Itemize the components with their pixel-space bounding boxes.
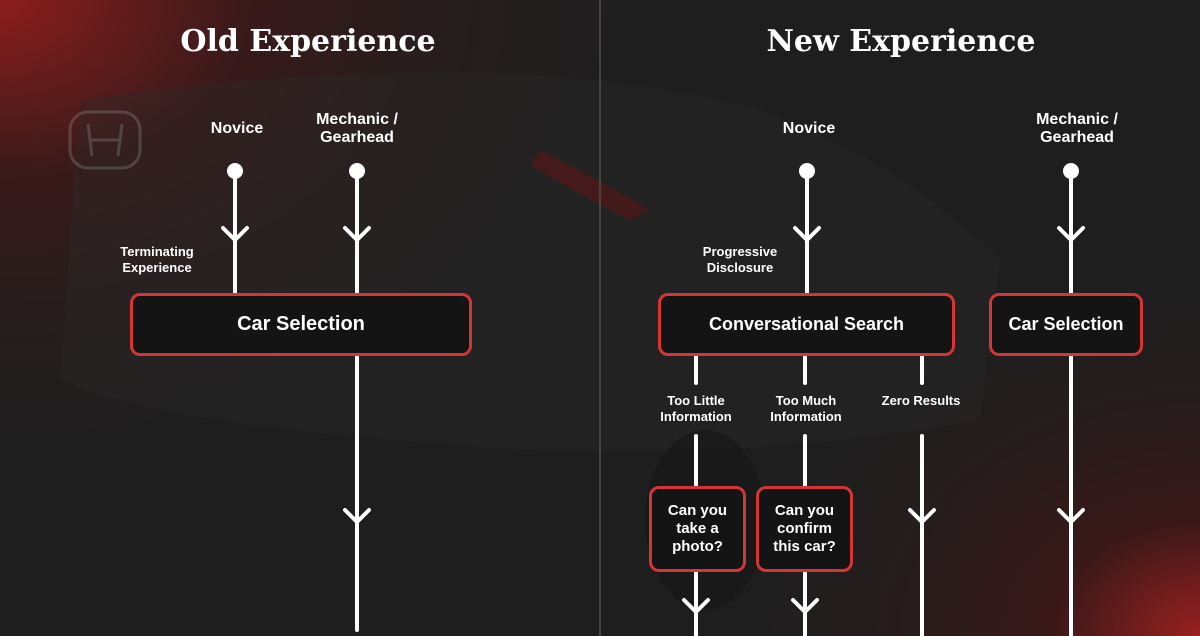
honda-logo-icon bbox=[68, 110, 142, 170]
old-persona-mechanic: Mechanic / Gearhead bbox=[316, 111, 398, 146]
question-confirm-car-box: Can you confirm this car? bbox=[756, 486, 853, 572]
progressive-disclosure-label: Progressive Disclosure bbox=[702, 244, 778, 275]
new-persona-novice: Novice bbox=[782, 120, 836, 137]
branch-too-little-label: Too Little Information bbox=[660, 393, 732, 424]
question-take-photo-box: Can you take a photo? bbox=[649, 486, 746, 572]
new-experience-title: New Experience bbox=[766, 24, 1036, 59]
old-car-selection-box: Car Selection bbox=[130, 293, 472, 356]
branch-too-much-label: Too Much Information bbox=[770, 393, 842, 424]
new-persona-mechanic: Mechanic / Gearhead bbox=[1036, 111, 1118, 146]
branch-zero-results-label: Zero Results bbox=[881, 393, 961, 408]
old-persona-novice: Novice bbox=[210, 120, 264, 137]
conversational-search-box: Conversational Search bbox=[658, 293, 955, 356]
terminating-experience-label: Terminating Experience bbox=[120, 244, 194, 275]
new-car-selection-box: Car Selection bbox=[989, 293, 1143, 356]
old-experience-title: Old Experience bbox=[180, 24, 436, 59]
